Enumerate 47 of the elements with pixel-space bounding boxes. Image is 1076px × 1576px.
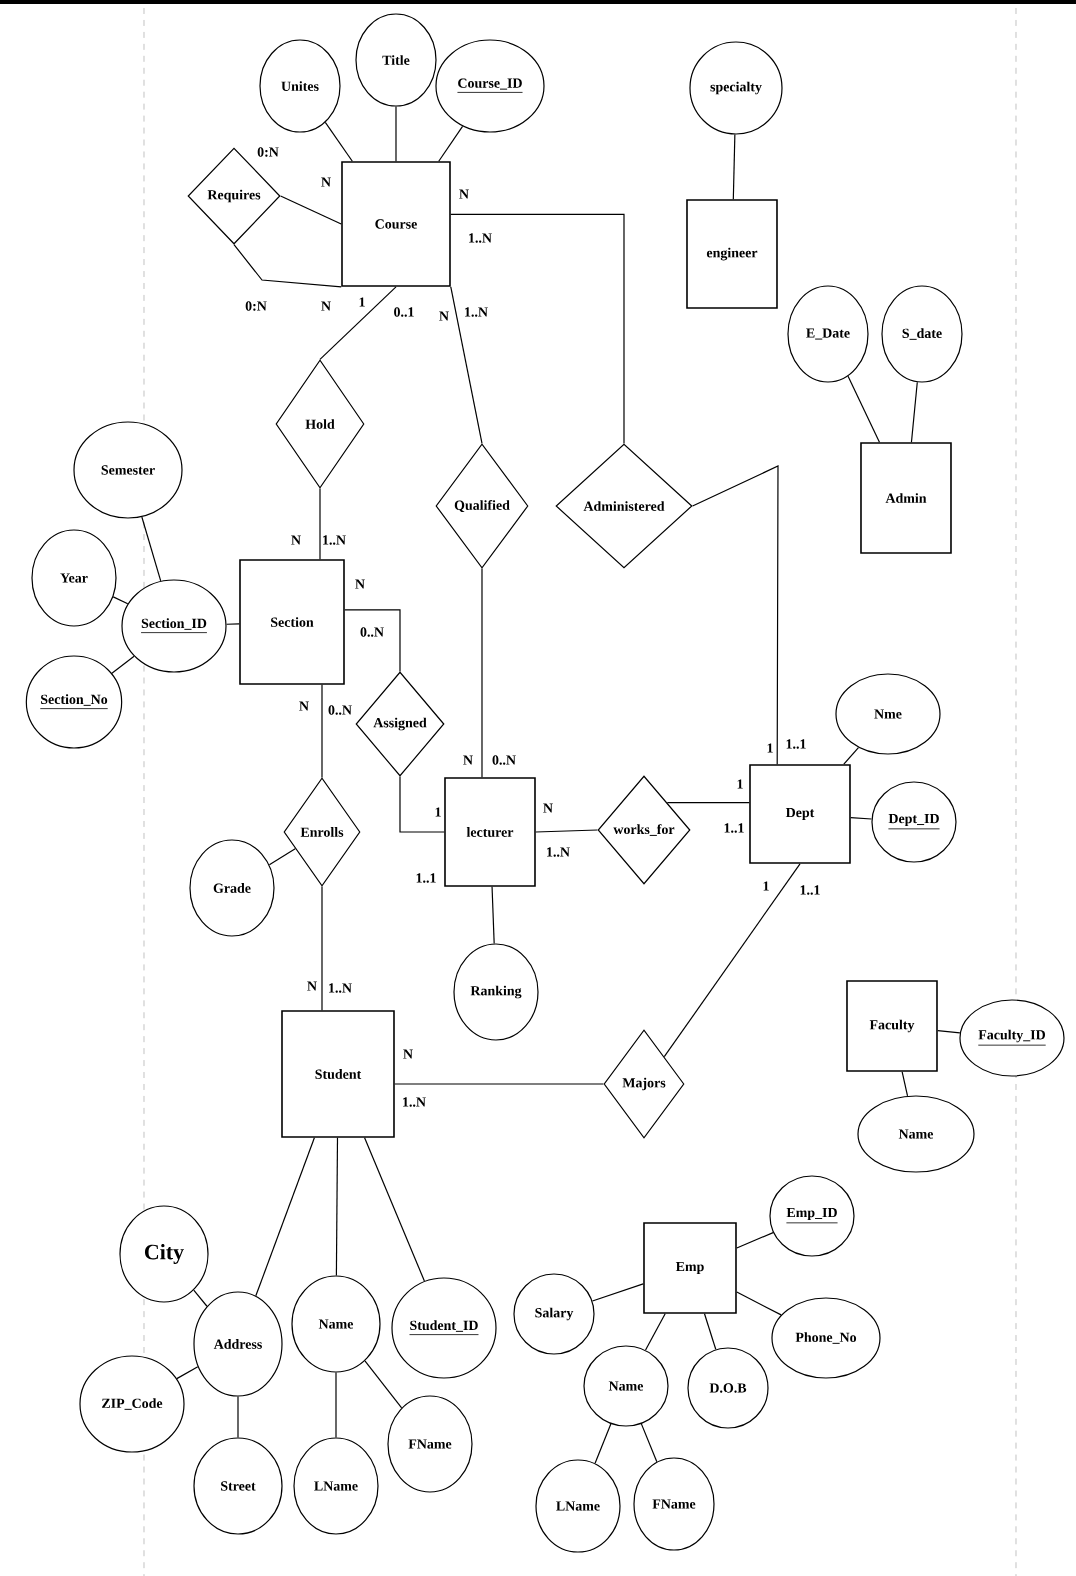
connector-line [233,244,342,288]
connector-line [594,1423,612,1464]
connector-line [703,1313,717,1350]
connector-line [225,623,240,625]
connector-line [112,596,129,605]
connector-line [319,488,321,560]
connector-line [268,848,296,866]
connector-line [364,1360,403,1409]
connector-line [335,1372,337,1438]
connector-line [640,1423,658,1463]
connector-line [732,134,736,200]
connector-line [319,286,397,360]
connector-line [176,1366,199,1380]
connector-line [364,1137,425,1282]
connector-line [591,1283,644,1302]
connector-line [111,655,135,674]
connector-line [937,1030,961,1034]
connector-line [736,1291,782,1316]
connector-line [692,465,779,765]
connector-line [450,286,483,444]
connector-line [394,1083,604,1085]
connector-line [843,747,860,765]
connector-line [850,816,873,820]
connector-line [901,1071,909,1097]
connector-line [255,1137,315,1297]
connector-line [321,684,323,778]
connector-line [141,516,162,582]
connector-line [438,125,464,162]
connector-line [644,1313,666,1351]
connector-line [321,886,323,1011]
connector-line [847,375,881,443]
connector-line [450,213,625,444]
connector-line [280,195,342,225]
connector-line [324,121,353,162]
connector-line [399,776,445,833]
connector-line [910,381,918,443]
connector-line [666,802,750,804]
connector-line [193,1289,208,1307]
connector-line [481,568,483,778]
connector-line [491,886,495,945]
connector-line [344,609,401,672]
connector-line [395,106,397,162]
connector-line [335,1137,339,1276]
connector-line [237,1396,239,1438]
connector-line [535,829,598,833]
connector-line [663,863,801,1058]
connector-line [736,1232,774,1249]
